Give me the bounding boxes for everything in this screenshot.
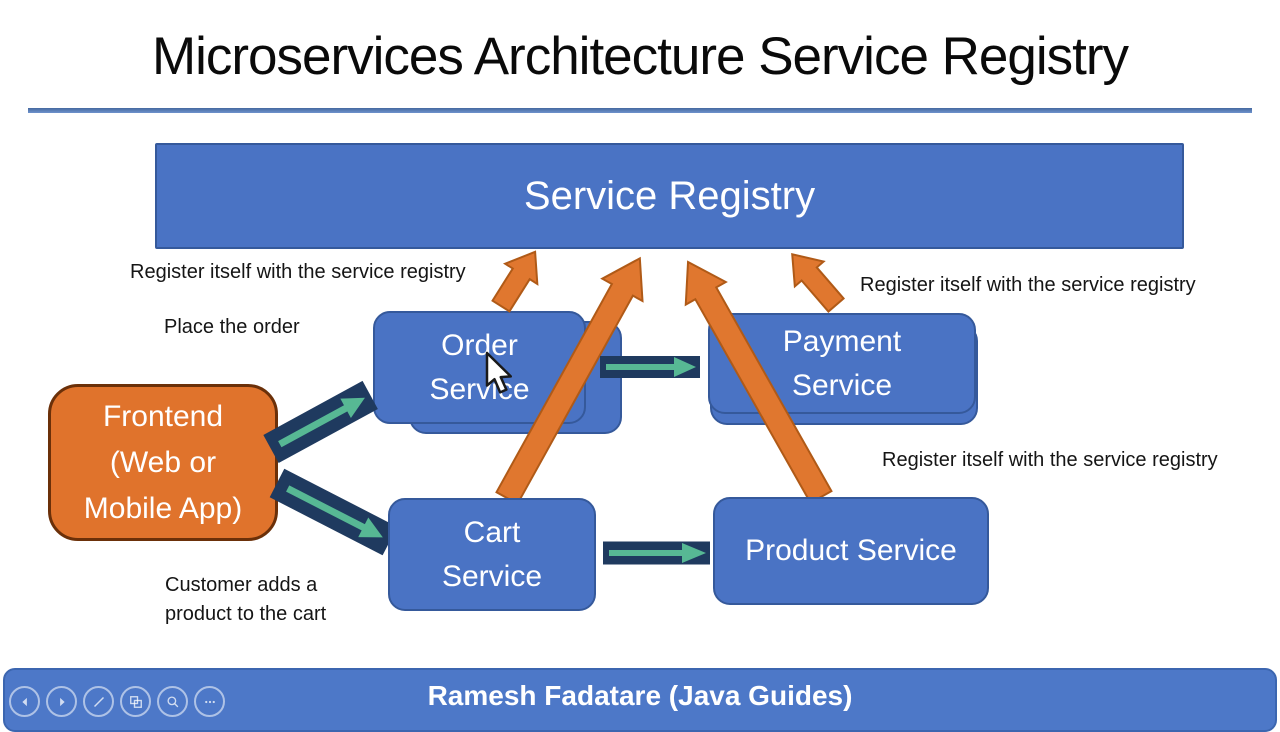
frontend-label-line2: (Web or bbox=[109, 445, 217, 479]
arrow-frontend-to-order bbox=[263, 380, 378, 464]
arrow-payment-to-registry bbox=[791, 252, 845, 313]
note-place-order: Place the order bbox=[164, 316, 300, 338]
frontend-label-line1: Frontend bbox=[102, 399, 224, 433]
author-caption: Ramesh Fadatare (Java Guides) bbox=[427, 680, 853, 711]
order-service-label-line1: Order bbox=[441, 328, 518, 362]
cart-service-label-line1: Cart bbox=[463, 515, 521, 549]
title-underline bbox=[28, 108, 1252, 113]
product-service-label: Product Service bbox=[745, 534, 957, 567]
payment-service-box: Payment Service bbox=[708, 313, 976, 414]
arrow-frontend-to-cart bbox=[269, 468, 398, 556]
product-service-box: Product Service bbox=[713, 497, 989, 605]
note-register-payment: Register itself with the service registr… bbox=[860, 274, 1196, 296]
note-add-to-cart: Customer adds a product to the cart bbox=[165, 574, 327, 625]
cart-service-label-line2: Service bbox=[441, 559, 543, 593]
zoom-button[interactable] bbox=[157, 686, 188, 717]
magnifier-icon bbox=[166, 695, 178, 707]
service-registry-label: Service Registry bbox=[523, 173, 816, 218]
payment-service-label-line2: Service bbox=[791, 368, 893, 402]
payment-service-label-line1: Payment bbox=[782, 324, 902, 358]
arrow-cart-to-product bbox=[603, 541, 710, 565]
ellipsis-icon bbox=[204, 700, 215, 703]
service-registry-box: Service Registry bbox=[155, 143, 1184, 249]
note-register-product: Register itself with the service registr… bbox=[882, 449, 1218, 471]
note-register-order: Register itself with the service registr… bbox=[130, 261, 466, 283]
frontend-box: Frontend (Web or Mobile App) bbox=[48, 384, 278, 541]
next-icon bbox=[59, 697, 65, 706]
slide-sorter-button[interactable] bbox=[120, 686, 151, 717]
slide-title: Microservices Architecture Service Regis… bbox=[151, 27, 1129, 86]
pen-icon bbox=[93, 696, 104, 707]
cart-service-box: Cart Service bbox=[388, 498, 596, 611]
previous-icon bbox=[21, 697, 27, 706]
slide-sorter-icon bbox=[129, 695, 142, 708]
more-options-button[interactable] bbox=[194, 686, 225, 717]
order-service-box: Order Service bbox=[373, 311, 586, 424]
frontend-label-line3: Mobile App) bbox=[83, 491, 243, 525]
order-service-label-line2: Service bbox=[429, 372, 530, 406]
pen-tool-button[interactable] bbox=[83, 686, 114, 717]
arrow-order-to-registry bbox=[491, 250, 539, 313]
previous-slide-button[interactable] bbox=[9, 686, 40, 717]
presenter-bar: Ramesh Fadatare (Java Guides) bbox=[3, 668, 1277, 732]
presenter-controls bbox=[9, 686, 225, 717]
next-slide-button[interactable] bbox=[46, 686, 77, 717]
